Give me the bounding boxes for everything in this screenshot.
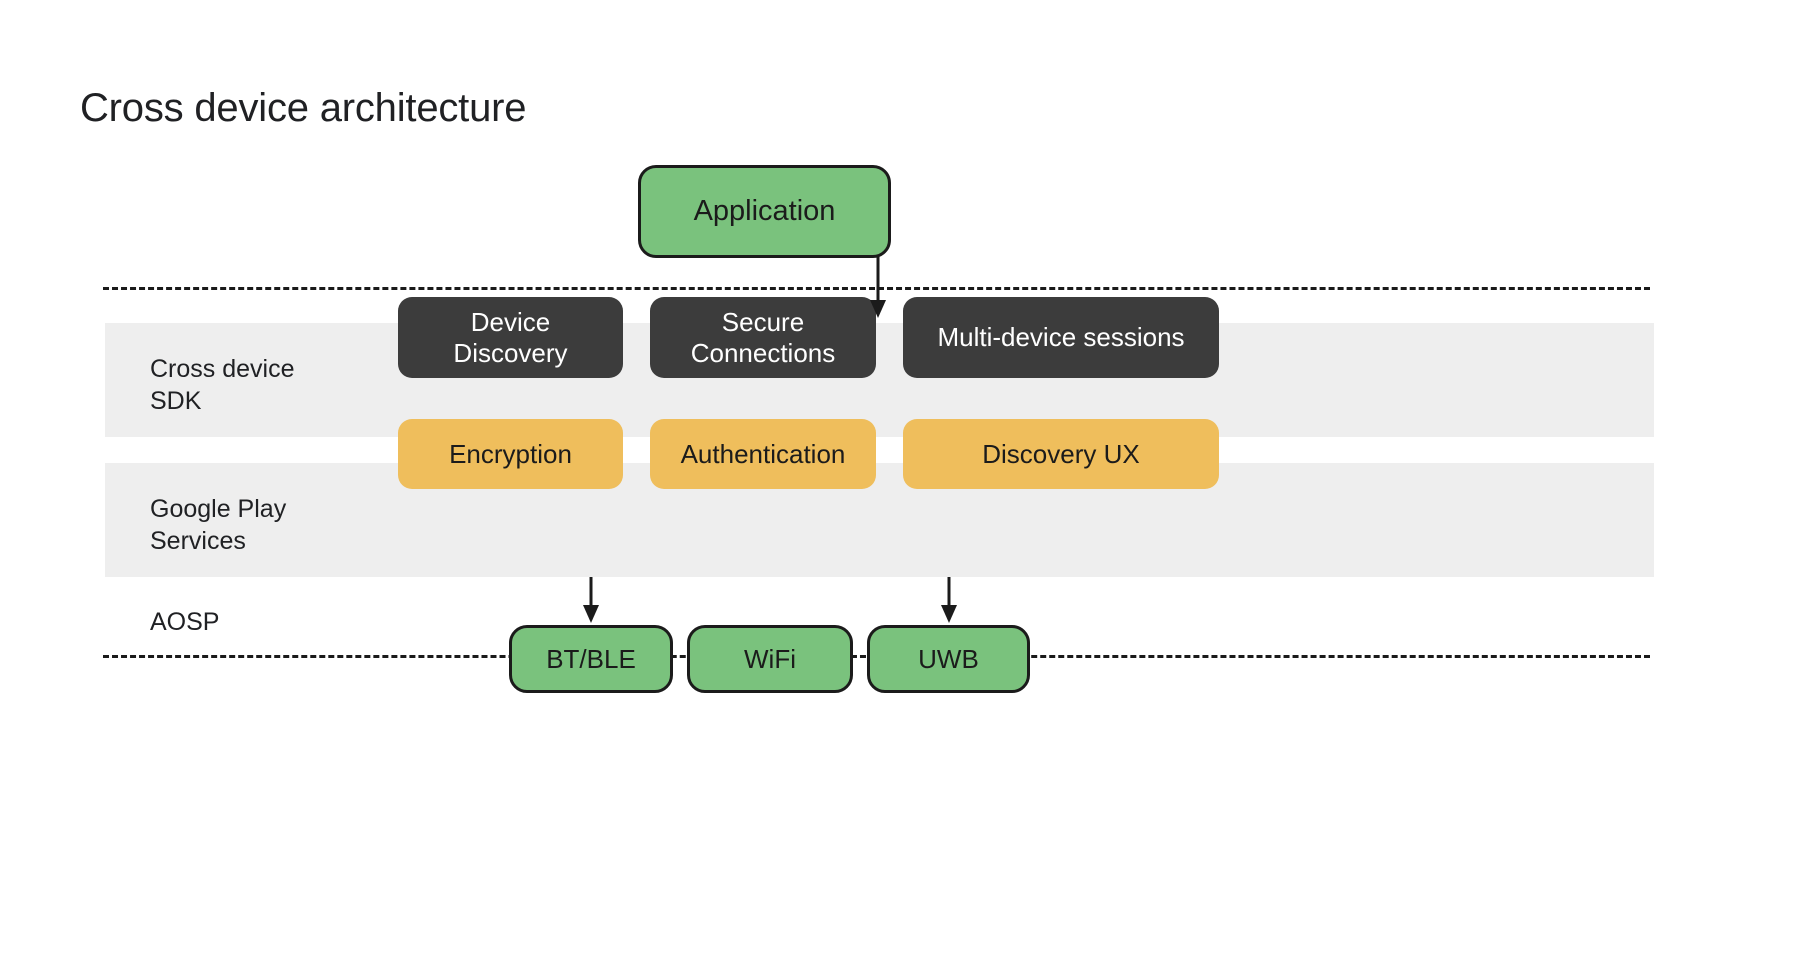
node-uwb[interactable]: UWB (867, 625, 1030, 693)
node-encryption[interactable]: Encryption (398, 419, 623, 489)
node-multi-device-sessions[interactable]: Multi-device sessions (903, 297, 1219, 378)
arrow-discovery-ux-to-uwb (941, 577, 957, 623)
page-title: Cross device architecture (80, 86, 527, 130)
layer-band-cross-device-sdk (105, 323, 1654, 437)
arrow-encryption-to-bt-ble (583, 577, 599, 623)
node-bt-ble[interactable]: BT/BLE (509, 625, 673, 693)
node-application[interactable]: Application (638, 165, 891, 258)
node-device-discovery[interactable]: Device Discovery (398, 297, 623, 378)
layer-label-cross-device-sdk: Cross device SDK (150, 355, 295, 415)
node-secure-connections[interactable]: Secure Connections (650, 297, 876, 378)
arrow-application-to-sdk (870, 256, 886, 318)
node-authentication[interactable]: Authentication (650, 419, 876, 489)
node-discovery-ux[interactable]: Discovery UX (903, 419, 1219, 489)
layer-label-google-play-services: Google Play Services (150, 495, 287, 555)
node-wifi[interactable]: WiFi (687, 625, 853, 693)
layer-band-google-play-services (105, 463, 1654, 577)
layer-label-aosp: AOSP (150, 608, 220, 636)
